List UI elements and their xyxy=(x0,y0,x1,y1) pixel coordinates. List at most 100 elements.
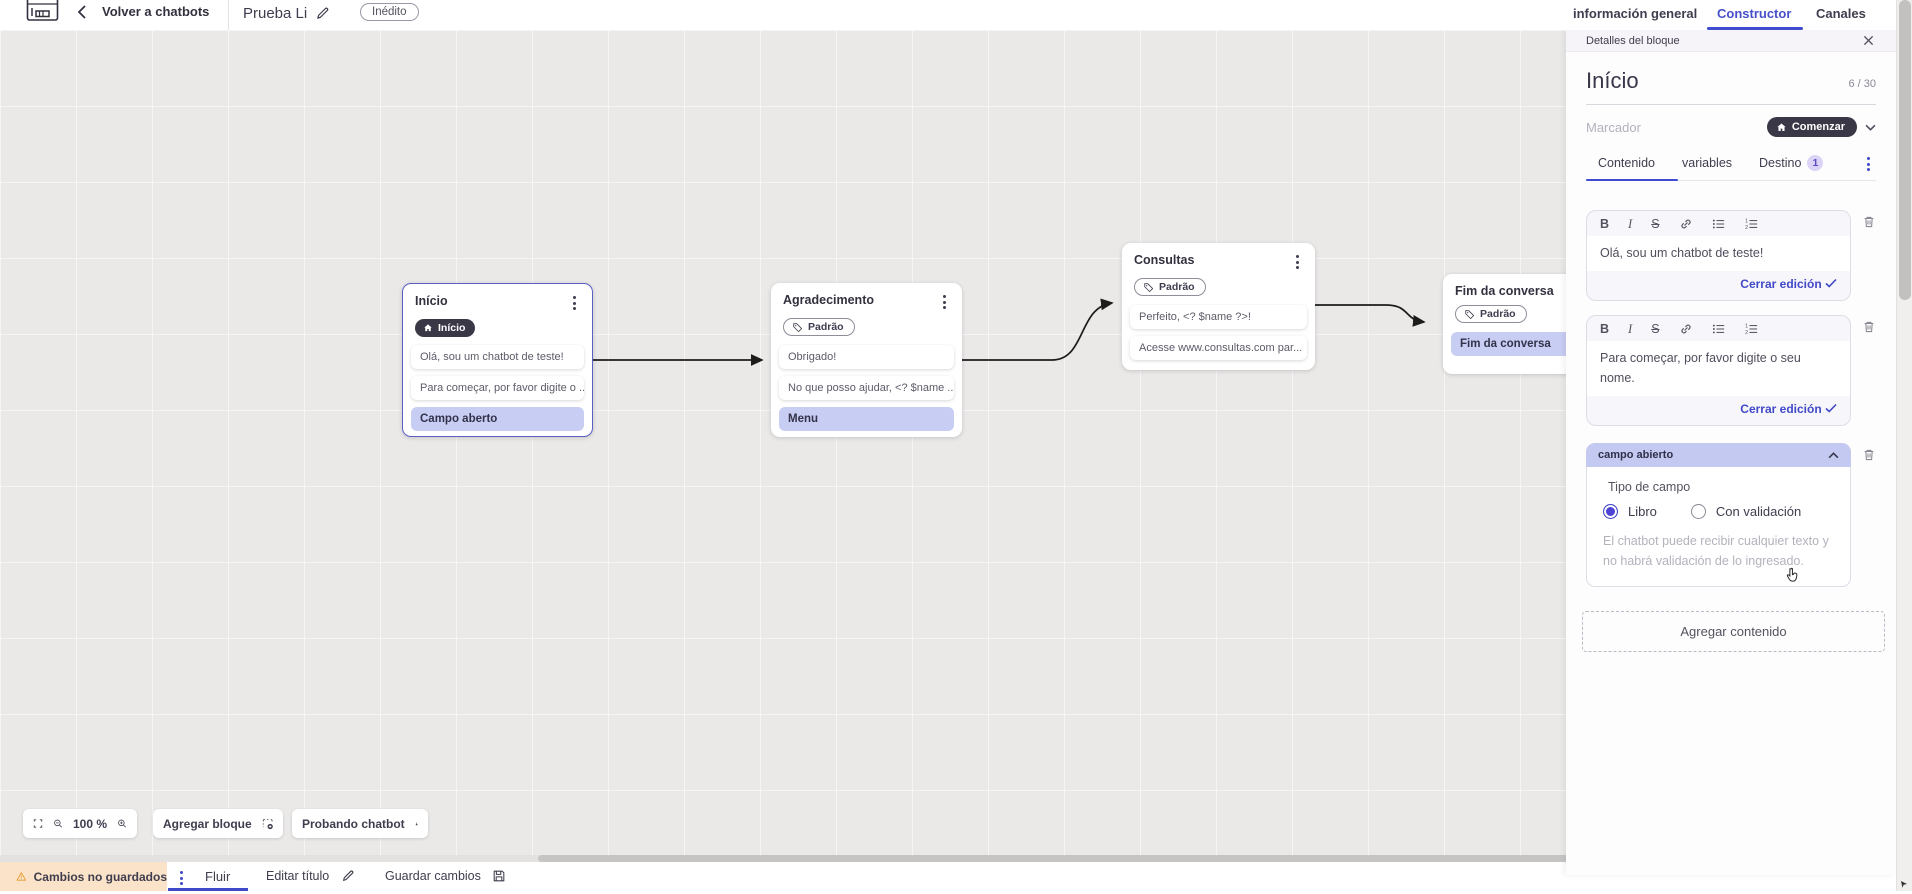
active-tab-underline xyxy=(1707,27,1803,30)
flow-node-inicio[interactable]: Início Início Olá, sou um chatbot de tes… xyxy=(402,283,593,437)
node-content-item-menu[interactable]: Menu xyxy=(779,406,954,431)
bold-icon[interactable]: B xyxy=(1600,216,1610,231)
block-name-input[interactable]: Início xyxy=(1586,68,1639,93)
flow-node-agradecimento[interactable]: Agradecimento Padrão Obrigado! No que po… xyxy=(771,283,962,437)
tab-variables[interactable]: variables xyxy=(1682,156,1733,170)
delete-content-icon[interactable] xyxy=(1862,447,1876,463)
flow-node-consultas[interactable]: Consultas Padrão Perfeito, <? $name ?>! … xyxy=(1122,243,1315,370)
app-logo-icon xyxy=(26,0,60,31)
message-text-input[interactable]: Olá, sou um chatbot de teste! xyxy=(1587,236,1850,272)
node-menu-icon[interactable] xyxy=(569,294,580,312)
numbered-list-icon[interactable]: 12 xyxy=(1745,323,1759,335)
marker-value-badge[interactable]: Comenzar xyxy=(1766,117,1857,137)
marker-label: Marcador xyxy=(1586,119,1641,135)
delete-content-icon[interactable] xyxy=(1862,319,1876,335)
top-bar: Volver a chatbots Prueba Li Inédito info… xyxy=(0,0,1896,30)
vertical-scrollbar-track[interactable] xyxy=(1896,0,1912,891)
open-field-header[interactable]: campo abierto xyxy=(1586,443,1851,468)
numbered-list-icon[interactable]: 12 xyxy=(1745,218,1759,230)
message-text-input[interactable]: Para começar, por favor digite o seu nom… xyxy=(1587,341,1850,397)
node-title: Consultas xyxy=(1134,253,1195,267)
node-menu-icon[interactable] xyxy=(1292,253,1303,271)
edit-title-pencil-icon[interactable] xyxy=(315,6,330,26)
bold-icon[interactable]: B xyxy=(1600,322,1610,337)
italic-icon[interactable]: I xyxy=(1628,322,1633,337)
node-title: Agradecimento xyxy=(783,293,874,307)
node-content-item[interactable]: Acesse www.consultas.com par... xyxy=(1130,335,1307,360)
svg-text:1: 1 xyxy=(1745,324,1748,330)
tab-destino[interactable]: Destino 1 xyxy=(1759,155,1824,171)
fullscreen-icon[interactable] xyxy=(33,817,43,830)
save-changes-button[interactable]: Guardar cambios xyxy=(385,869,506,883)
tab-informacion-general[interactable]: información general xyxy=(1573,6,1698,21)
check-icon xyxy=(1825,404,1837,413)
flow-tab-fluir[interactable]: Fluir xyxy=(205,869,231,884)
bullet-list-icon[interactable] xyxy=(1712,323,1726,335)
add-block-button[interactable]: Agregar bloque xyxy=(153,809,283,838)
node-content-item[interactable]: Para começar, por favor digite o ... xyxy=(411,376,584,400)
horizontal-scrollbar-track[interactable] xyxy=(0,855,1896,862)
radio-con-validacion[interactable] xyxy=(1690,504,1706,520)
connection-wires xyxy=(593,298,1426,366)
open-field-section: campo abierto Tipo de campo Libro Con va… xyxy=(1586,443,1851,587)
node-content-item-selected[interactable]: Campo aberto xyxy=(411,407,584,431)
svg-text:1: 1 xyxy=(1745,218,1748,224)
tag-icon xyxy=(1465,309,1475,319)
edit-title-button[interactable]: Editar título xyxy=(266,869,355,883)
node-content-item[interactable]: Olá, sou um chatbot de teste! xyxy=(411,345,584,369)
link-icon[interactable] xyxy=(1679,322,1693,336)
save-icon xyxy=(493,870,505,882)
bullet-list-icon[interactable] xyxy=(1712,218,1726,230)
strikethrough-icon[interactable]: S xyxy=(1651,216,1660,231)
italic-icon[interactable]: I xyxy=(1628,216,1633,231)
svg-text:2: 2 xyxy=(1745,225,1748,230)
tab-constructor[interactable]: Constructor xyxy=(1717,6,1792,21)
warning-icon xyxy=(16,872,27,881)
node-title: Início xyxy=(415,294,448,308)
tag-icon xyxy=(1144,282,1154,292)
destination-count-badge: 1 xyxy=(1807,155,1824,171)
add-content-button[interactable]: Agregar contenido xyxy=(1582,610,1885,652)
zoom-out-icon[interactable] xyxy=(53,817,63,830)
close-edit-button[interactable]: Cerrar edición xyxy=(1587,271,1850,300)
node-content-item[interactable]: No que posso ajudar, <? $name ... xyxy=(779,375,954,400)
node-content-item[interactable]: Obrigado! xyxy=(779,344,954,369)
close-edit-button[interactable]: Cerrar edición xyxy=(1587,396,1850,425)
block-name-field[interactable]: Início 6 / 30 xyxy=(1586,68,1876,105)
unsaved-changes-warning: Cambios no guardados xyxy=(0,862,167,891)
scroll-corner-glyph xyxy=(1899,876,1909,894)
add-block-icon xyxy=(262,818,273,829)
back-to-chatbots-button[interactable]: Volver a chatbots xyxy=(78,4,209,19)
strikethrough-icon[interactable]: S xyxy=(1651,322,1660,337)
status-badge: Inédito xyxy=(360,3,419,21)
flow-options-menu-icon[interactable] xyxy=(176,869,187,887)
home-icon xyxy=(1777,123,1786,131)
zoom-level: 100 % xyxy=(72,816,107,831)
chevron-down-icon[interactable] xyxy=(1865,124,1876,131)
zoom-in-icon[interactable] xyxy=(117,817,127,830)
vertical-scrollbar-thumb[interactable] xyxy=(1899,0,1911,300)
bottom-bar: Cambios no guardados Fluir Editar título… xyxy=(0,862,1896,891)
flask-icon xyxy=(415,822,418,825)
radio-libro[interactable] xyxy=(1603,504,1618,520)
tab-contenido[interactable]: Contenido xyxy=(1598,156,1655,170)
tab-canales[interactable]: Canales xyxy=(1816,6,1866,21)
node-menu-icon[interactable] xyxy=(939,293,950,311)
panel-tabs: Contenido variables Destino 1 xyxy=(1586,155,1876,181)
char-counter: 6 / 30 xyxy=(1848,78,1876,90)
test-chatbot-button[interactable]: Probando chatbot xyxy=(292,809,428,838)
node-content-item[interactable]: Perfeito, <? $name ?>! xyxy=(1130,304,1307,329)
delete-content-icon[interactable] xyxy=(1862,214,1876,230)
horizontal-scrollbar-thumb[interactable] xyxy=(538,855,1896,862)
field-helper-text: El chatbot puede recibir cualquier texto… xyxy=(1603,534,1829,568)
link-icon[interactable] xyxy=(1679,217,1693,231)
close-icon[interactable] xyxy=(1863,35,1874,46)
chevron-up-icon xyxy=(1828,451,1839,458)
panel-options-menu-icon[interactable] xyxy=(1863,155,1874,173)
field-type-label: Tipo de campo xyxy=(1608,480,1691,495)
back-chevron-icon xyxy=(78,4,86,19)
tag-icon xyxy=(793,322,803,332)
